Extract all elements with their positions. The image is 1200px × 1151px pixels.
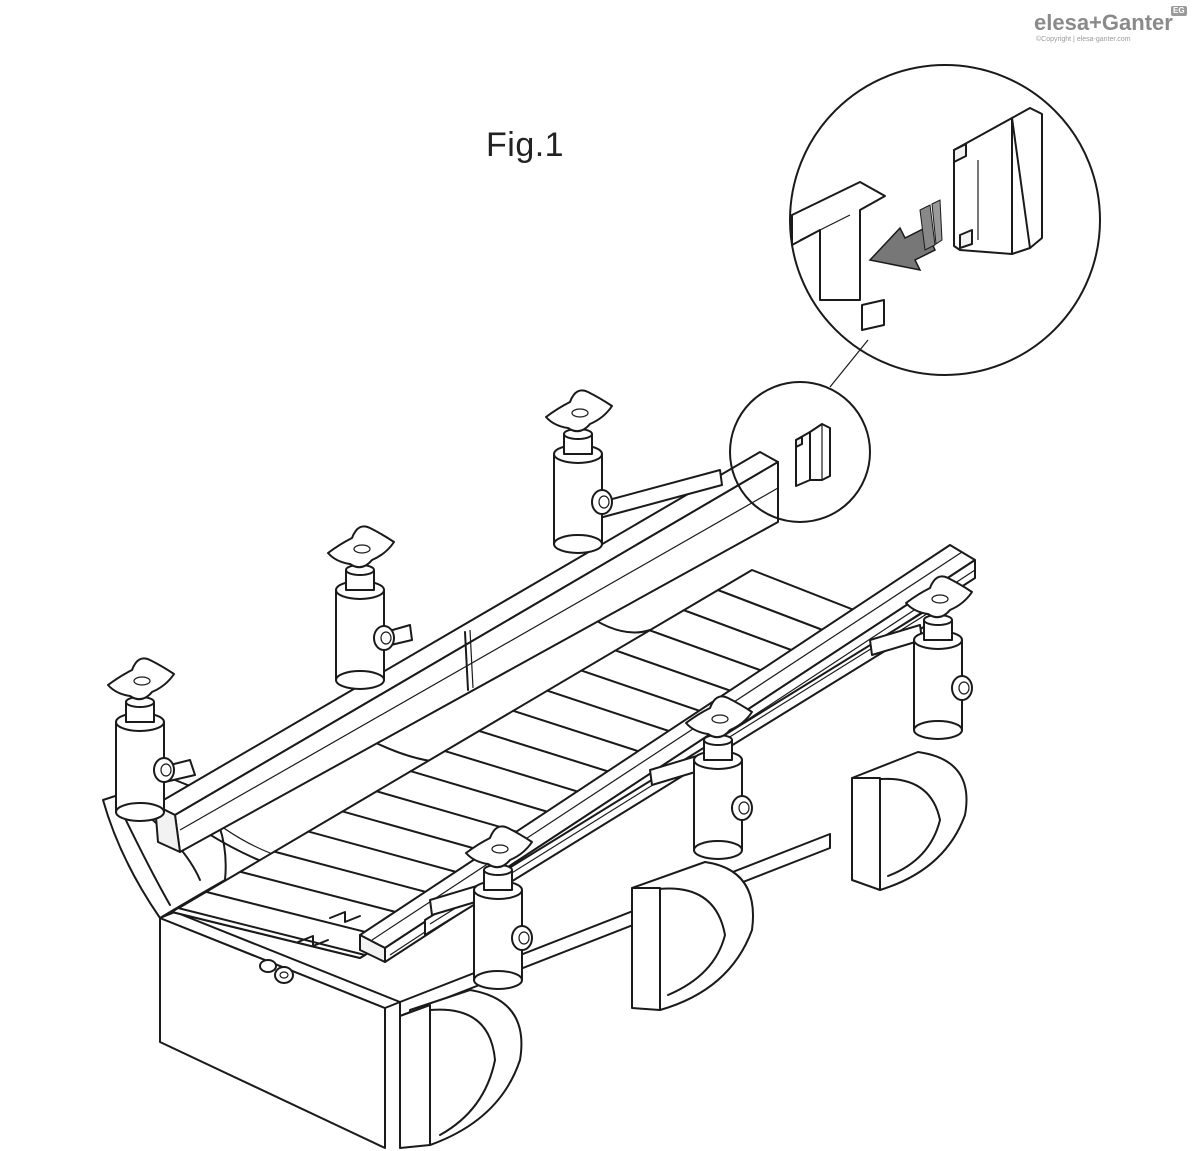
- logo-badge: EG: [1171, 6, 1187, 16]
- star-grip-knob-icon: [685, 695, 753, 739]
- brand-logo: elesa+Ganter EG ©Copyright | elesa-gante…: [1034, 6, 1194, 46]
- support-shoes: [399, 751, 968, 1149]
- logo-copyright: ©Copyright | elesa-ganter.com: [1036, 36, 1131, 43]
- front-bolt: [259, 959, 294, 984]
- star-grip-knob-icon: [465, 825, 533, 869]
- insert-direction-arrow-icon: [868, 199, 943, 272]
- clamp-post: [107, 657, 175, 822]
- detail-profile: [791, 181, 886, 331]
- clamp-posts: [107, 389, 973, 990]
- detail-end-cap: [953, 107, 1043, 255]
- clamp-post: [545, 389, 613, 554]
- logo-text: elesa+Ganter: [1034, 10, 1173, 35]
- star-grip-knob-icon: [327, 525, 395, 569]
- star-grip-knob-icon: [545, 389, 613, 433]
- figure-title: Fig.1: [486, 126, 565, 164]
- end-cap-small: [795, 423, 831, 487]
- detail-callout: [729, 64, 1101, 523]
- clamp-post: [905, 575, 973, 740]
- clamp-post: [685, 695, 753, 860]
- clamp-post: [327, 525, 395, 690]
- star-grip-knob-icon: [905, 575, 973, 619]
- star-grip-knob-icon: [107, 657, 175, 701]
- clamp-post: [465, 825, 533, 990]
- guide-rail-far: [154, 451, 779, 853]
